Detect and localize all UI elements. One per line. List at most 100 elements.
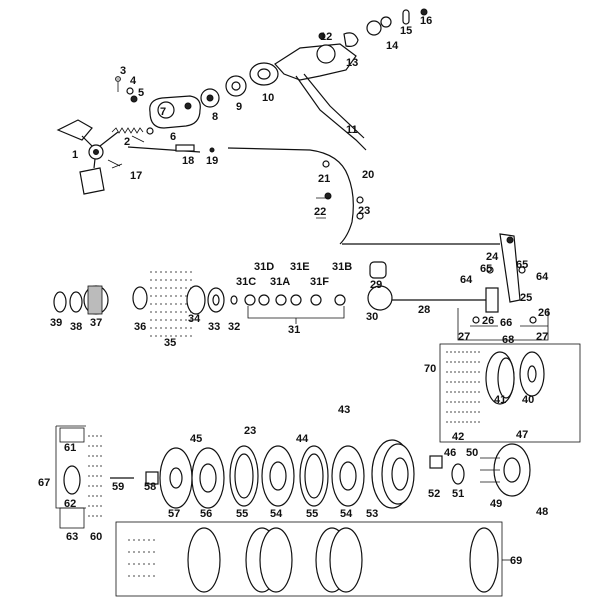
- label-69: 69: [510, 555, 522, 567]
- label-40: 40: [522, 394, 534, 406]
- label-64a: 64: [460, 274, 473, 286]
- label-14: 14: [386, 40, 399, 52]
- label-26b: 26: [538, 307, 550, 319]
- gasket-set-box-69: [115, 521, 512, 597]
- push-rod-28: [367, 261, 499, 313]
- label-27a: 27: [458, 331, 470, 343]
- label-23: 23: [358, 205, 370, 217]
- label-55b: 55: [306, 508, 318, 520]
- label-53: 53: [366, 508, 378, 520]
- label-45: 45: [190, 433, 202, 445]
- label-37: 37: [90, 317, 102, 329]
- small-top-parts: [318, 8, 428, 47]
- label-31a: 31A: [270, 276, 290, 288]
- label-47: 47: [516, 429, 528, 441]
- steel-plate-55b: [299, 445, 329, 507]
- label-42: 42: [452, 431, 464, 443]
- label-44: 44: [296, 433, 309, 445]
- bearing-row-31: [244, 294, 346, 324]
- label-56: 56: [200, 508, 212, 520]
- clutch-drum-53: [371, 439, 415, 509]
- label-30: 30: [366, 311, 378, 323]
- hub-49: [480, 443, 531, 497]
- label-41: 41: [494, 394, 506, 406]
- label-28: 28: [418, 304, 430, 316]
- label-29: 29: [370, 279, 382, 291]
- label-38: 38: [70, 321, 82, 333]
- pedal-hardware: [107, 76, 154, 169]
- label-11: 11: [346, 124, 358, 136]
- foot-rest-bracket: [274, 43, 367, 151]
- label-61: 61: [64, 442, 76, 454]
- label-31b: 31B: [332, 261, 352, 273]
- label-51: 51: [452, 488, 464, 500]
- label-22: 22: [314, 206, 326, 218]
- nut-58: [145, 471, 159, 485]
- label-52: 52: [428, 488, 440, 500]
- brake-lever-24: [342, 233, 526, 303]
- label-10: 10: [262, 92, 274, 104]
- label-46: 46: [444, 447, 456, 459]
- small-parts-52-51: [429, 455, 465, 485]
- label-60: 60: [90, 531, 102, 543]
- label-63: 63: [66, 531, 78, 543]
- label-68: 68: [502, 334, 514, 346]
- label-3: 3: [120, 65, 126, 77]
- label-31c: 31C: [236, 276, 256, 288]
- label-54a: 54: [270, 508, 283, 520]
- shifter-pedal: [56, 119, 119, 195]
- washer-39-38: [53, 291, 83, 313]
- label-23b: 23: [244, 425, 256, 437]
- label-36: 36: [134, 321, 146, 333]
- label-13: 13: [346, 57, 358, 69]
- label-33: 33: [208, 321, 220, 333]
- label-55a: 55: [236, 508, 248, 520]
- ring-36: [132, 286, 148, 310]
- left-spring-box-67: [55, 425, 104, 529]
- plates-34-33-32: [186, 285, 238, 315]
- label-31f: 31F: [310, 276, 329, 288]
- label-9: 9: [236, 101, 242, 113]
- steel-plate-55a: [229, 445, 259, 507]
- label-34: 34: [188, 313, 201, 325]
- label-25: 25: [520, 292, 532, 304]
- friction-disc-54a: [261, 445, 295, 507]
- pressure-plate-57: [159, 447, 193, 509]
- label-70: 70: [424, 363, 436, 375]
- label-6: 6: [170, 131, 176, 143]
- label-26a: 26: [482, 315, 494, 327]
- label-43: 43: [338, 404, 350, 416]
- label-57: 57: [168, 508, 180, 520]
- label-31e: 31E: [290, 261, 310, 273]
- label-7: 7: [160, 106, 166, 118]
- label-8: 8: [212, 111, 218, 123]
- rivet-grid-42: [439, 343, 581, 443]
- label-59: 59: [112, 481, 124, 493]
- friction-disc-56: [191, 447, 225, 509]
- label-17: 17: [130, 170, 142, 182]
- label-19: 19: [206, 155, 218, 167]
- label-62: 62: [64, 498, 76, 510]
- friction-disc-54b: [331, 445, 365, 507]
- label-65a: 65: [480, 263, 492, 275]
- label-48: 48: [536, 506, 548, 518]
- sprocket-40: [519, 351, 545, 397]
- brake-cable-20: [227, 147, 364, 245]
- brake-rod: [127, 144, 215, 153]
- label-35: 35: [164, 337, 176, 349]
- label-15: 15: [400, 25, 412, 37]
- label-5: 5: [138, 87, 144, 99]
- label-66: 66: [500, 317, 512, 329]
- label-64b: 64: [536, 271, 549, 283]
- label-58: 58: [144, 481, 156, 493]
- label-31d: 31D: [254, 261, 274, 273]
- spring-rows-35: [150, 271, 192, 337]
- part-number-labels: 1 2 3 4 5 6 7 8 9 10 11 12 13 14 15 16 1…: [38, 15, 550, 567]
- label-27b: 27: [536, 331, 548, 343]
- collar-37: [83, 285, 109, 315]
- label-32: 32: [228, 321, 240, 333]
- label-1: 1: [72, 149, 78, 161]
- label-20: 20: [362, 169, 374, 181]
- label-31: 31: [288, 324, 300, 336]
